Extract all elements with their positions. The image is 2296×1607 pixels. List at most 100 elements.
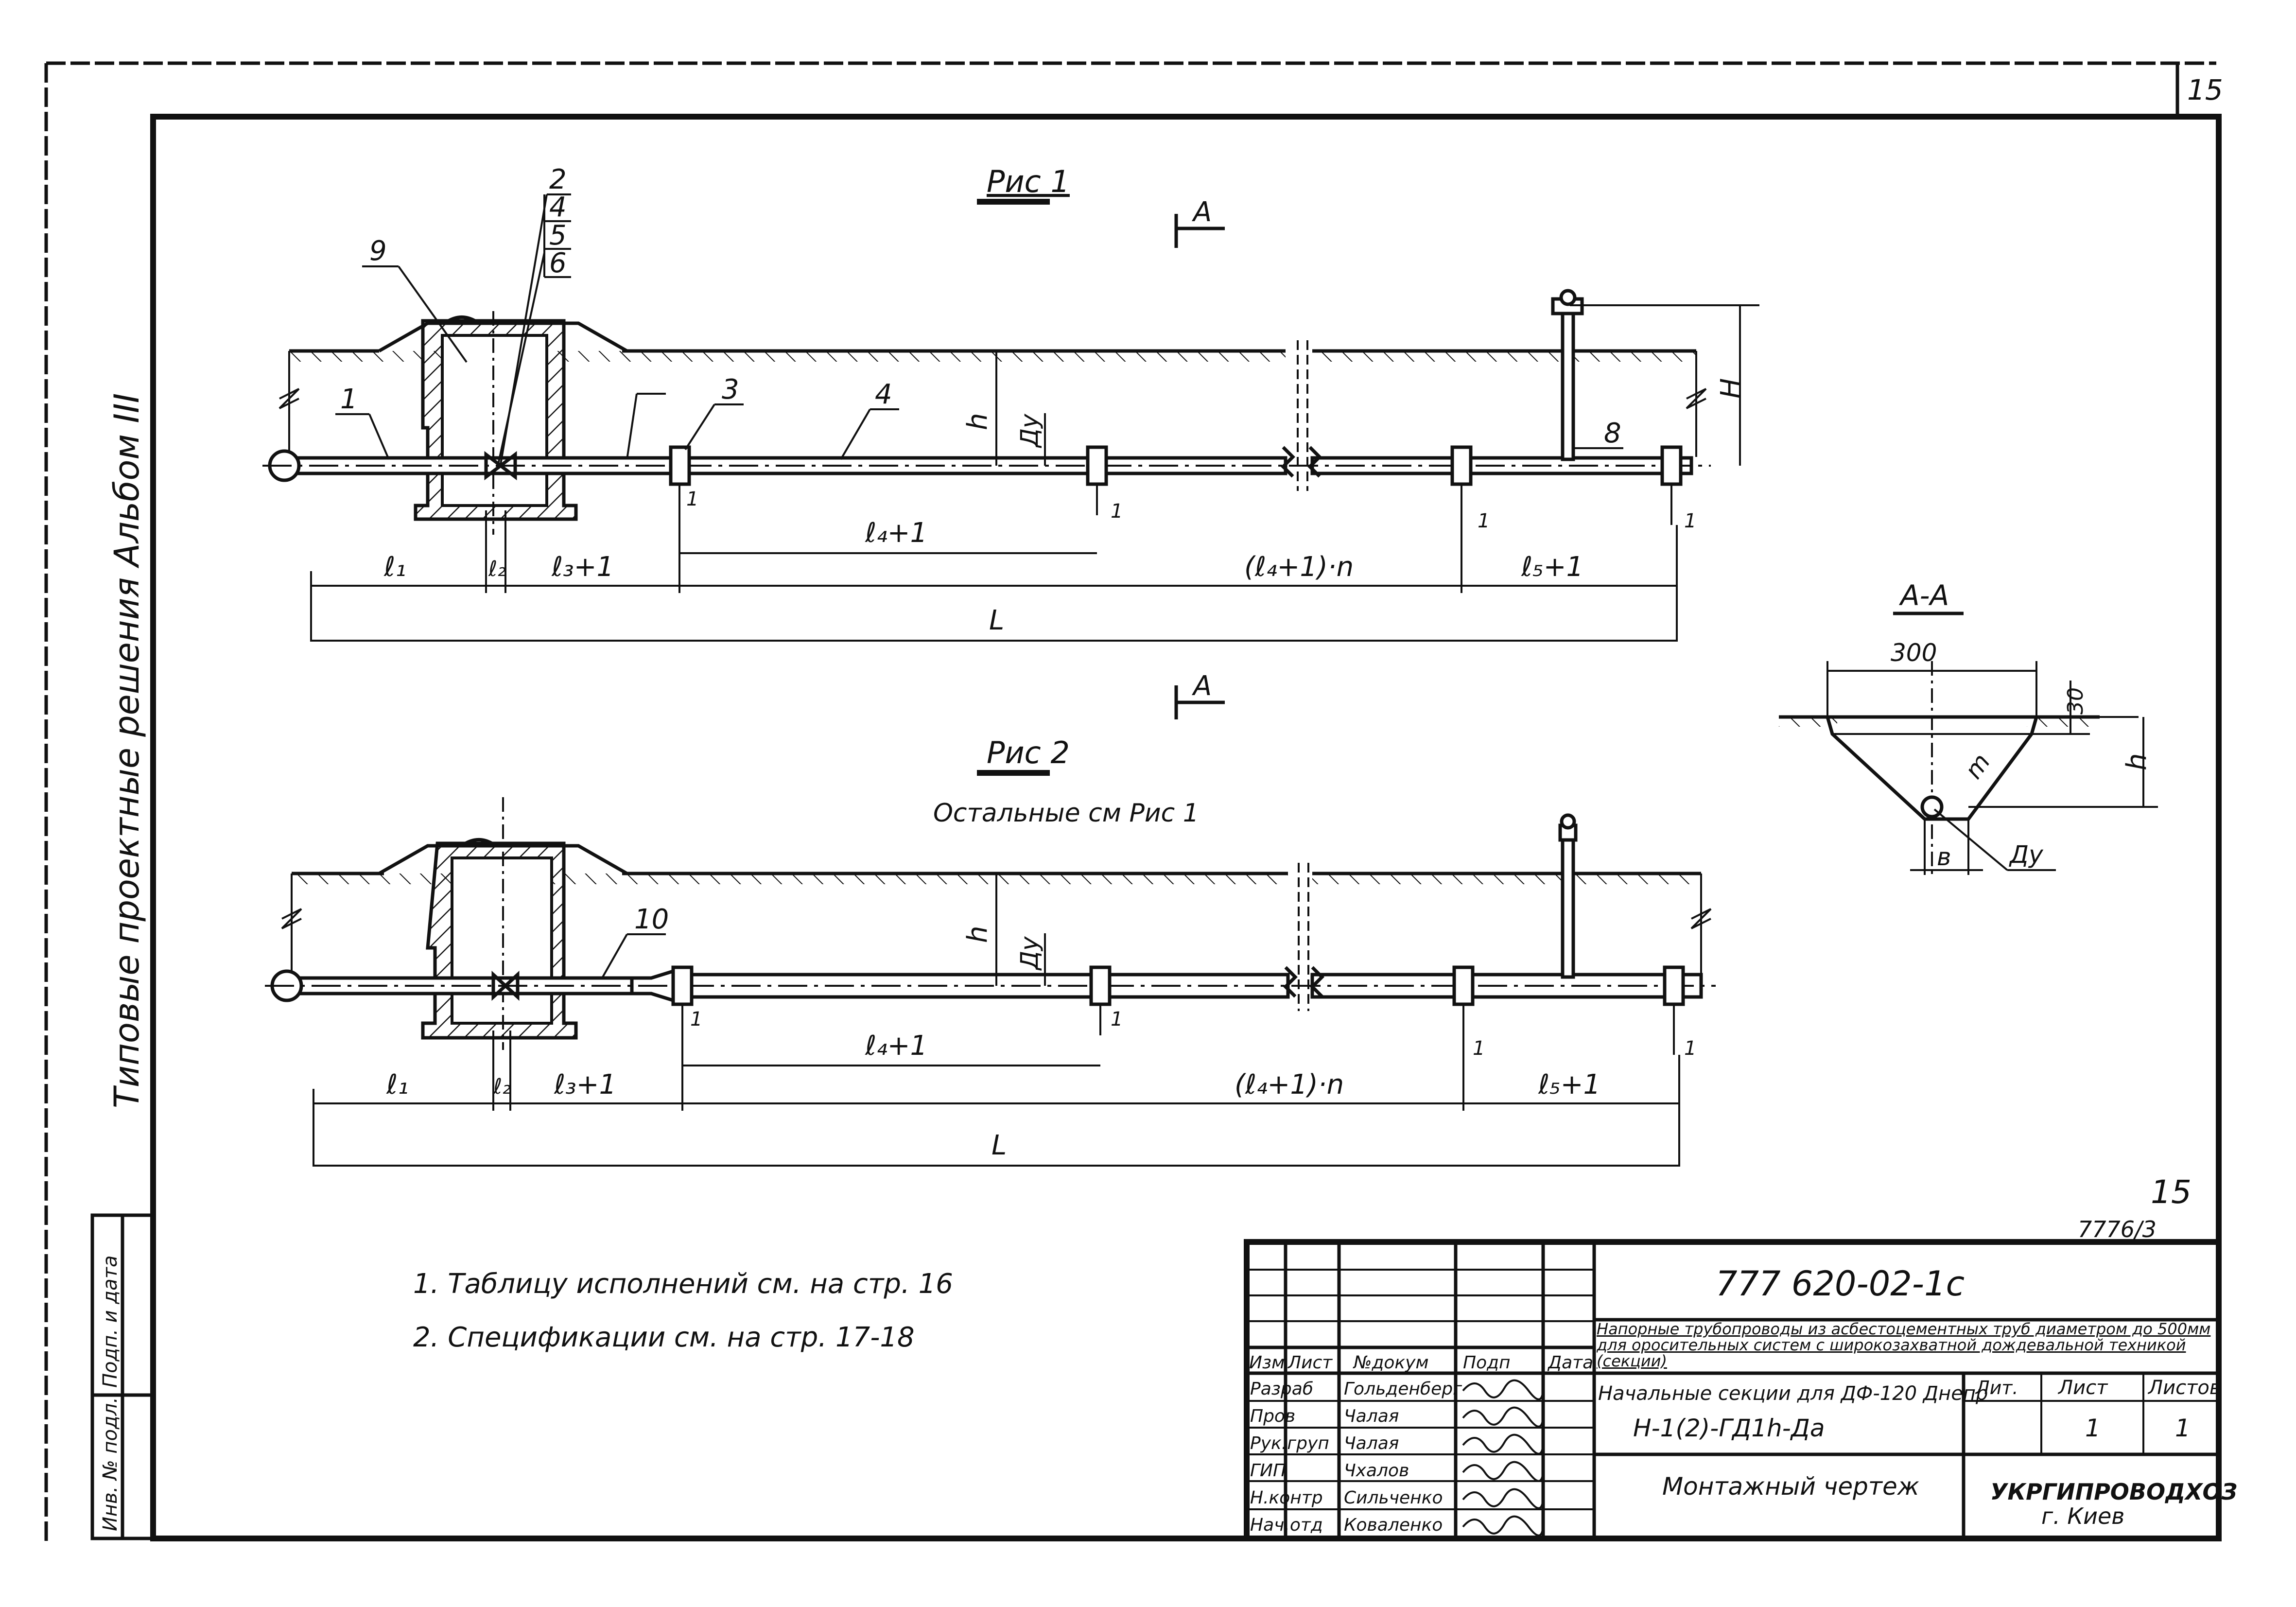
hdr-ndoc: №докум xyxy=(1353,1353,1429,1373)
inv-label: Инв. № подл. xyxy=(99,1397,122,1531)
fig2-vertical-dims: h Ду xyxy=(962,873,1046,986)
note-1: 1. Таблицу исполнений см. на стр. 16 xyxy=(413,1268,953,1300)
callout-5: 5 xyxy=(549,220,567,251)
person-role: Рук.груп xyxy=(1250,1433,1329,1453)
callout-10: 10 xyxy=(634,904,669,935)
fig2-du: Ду xyxy=(1015,936,1044,971)
drawing-name: Монтажный чертеж xyxy=(1662,1472,1919,1501)
note-2: 2. Спецификации см. на стр. 17-18 xyxy=(413,1322,915,1353)
fig1-pipeline xyxy=(262,289,1711,525)
signature-scribble xyxy=(1462,1433,1544,1455)
fig2-dim-l1: ℓ₁ xyxy=(386,1069,409,1100)
side-title: Типовые проектные решения Альбом III xyxy=(107,393,147,1108)
fig1-dim-l1: ℓ₁ xyxy=(383,551,406,583)
person-name: Чалая xyxy=(1344,1406,1399,1426)
person-name: Чалая xyxy=(1344,1433,1399,1453)
callout-4b: 4 xyxy=(875,379,892,410)
section-aa-du: Ду xyxy=(2009,840,2044,869)
callout-9: 9 xyxy=(369,235,387,267)
page-number: 15 xyxy=(2187,73,2223,106)
stage-listov-value: 1 xyxy=(2175,1414,2191,1442)
fig2-h: h xyxy=(962,926,993,943)
signature-scribble xyxy=(1462,1461,1544,1482)
fig1-callouts: 9 2 4 5 6 1 3 4 8 xyxy=(335,164,1623,465)
sign-label: Подп. и дата xyxy=(99,1256,122,1388)
fig1-dim-l4n: (ℓ₄+1)·n xyxy=(1244,551,1354,583)
hdr-list: Лист xyxy=(1287,1353,1333,1373)
person-role: Пров xyxy=(1250,1406,1295,1426)
fig2-dim-l2: ℓ₂ xyxy=(493,1074,511,1099)
fig1-dim-l4: ℓ₄+1 xyxy=(865,517,927,549)
stage-list-value: 1 xyxy=(2085,1414,2101,1442)
figure-2: А Рис 2 Остальные см Рис 1 xyxy=(265,670,1716,1167)
city: г. Киев xyxy=(2041,1503,2124,1529)
fig2-subtitle: Остальные см Рис 1 xyxy=(933,799,1199,828)
fig2-one-b: 1 xyxy=(1111,1008,1123,1031)
person-name: Гольденберг xyxy=(1344,1379,1462,1399)
fig1-H: Н xyxy=(1715,378,1747,399)
fig2-dim-l4: ℓ₄+1 xyxy=(865,1030,927,1062)
callout-2: 2 xyxy=(549,164,567,195)
person-role: Разраб xyxy=(1250,1379,1313,1399)
person-role: Н.контр xyxy=(1250,1488,1323,1508)
fig1-dim-l3: ℓ₃+1 xyxy=(551,551,614,583)
fig1-ground xyxy=(278,315,1707,457)
fig2-dims: ℓ₄+1 ℓ₁ ℓ₂ ℓ₃+1 (ℓ₄+1)·n ℓ₅+1 L 1 1 1 1 xyxy=(313,1008,1696,1167)
fig2-callouts: 10 xyxy=(602,904,669,978)
callout-8: 8 xyxy=(1604,418,1621,449)
section-aa: А-А 300 в m Ду 30 h xyxy=(1779,579,2158,875)
person-name: Чхалов xyxy=(1344,1461,1409,1481)
fig1-one-a: 1 xyxy=(686,488,698,510)
person-name: Коваленко xyxy=(1344,1515,1443,1535)
designation: Н-1(2)-ГД1h-Да xyxy=(1633,1414,1825,1442)
fig2-section-marker: А xyxy=(1192,670,1212,702)
fig1-section-marker: А xyxy=(1192,196,1212,228)
organization: УКРГИПРОВОДХОЗ xyxy=(1990,1479,2237,1505)
fig2-pipeline xyxy=(265,813,1716,1055)
fig1-h: h xyxy=(962,413,993,431)
description: Напорные трубопроводы из асбестоцементны… xyxy=(1597,1321,2211,1370)
fig1-well xyxy=(414,311,578,535)
fig1-one-b: 1 xyxy=(1111,500,1123,523)
signature-scribble xyxy=(1462,1515,1544,1537)
person-name: Сильченко xyxy=(1344,1488,1443,1508)
signature-scribble xyxy=(1462,1379,1544,1400)
fig2-one-c: 1 xyxy=(1473,1037,1485,1060)
signature-scribble xyxy=(1462,1406,1544,1428)
fig1-vertical-dims: h Ду Н xyxy=(962,304,1759,466)
fig2-dim-L: L xyxy=(991,1130,1007,1161)
callout-4: 4 xyxy=(549,192,567,223)
section-aa-b: в xyxy=(1937,843,1951,871)
fig1-du: Ду xyxy=(1015,413,1044,448)
fig1-one-c: 1 xyxy=(1478,510,1490,532)
section-aa-width: 300 xyxy=(1891,639,1937,667)
section-aa-title: А-А xyxy=(1898,579,1949,612)
person-role: ГИП xyxy=(1250,1461,1286,1481)
section-aa-h: h xyxy=(2121,753,2153,771)
fig1-dim-l5: ℓ₅+1 xyxy=(1521,551,1583,583)
doc-code: 777 620-02-1с xyxy=(1716,1264,1965,1304)
hdr-podp: Подп xyxy=(1463,1353,1511,1373)
stamp-code: 7776/3 xyxy=(2078,1216,2157,1242)
callout-1: 1 xyxy=(340,384,358,415)
fig2-dim-l3: ℓ₃+1 xyxy=(554,1069,616,1100)
hdr-izm: Изм xyxy=(1249,1353,1285,1373)
notes: 1. Таблицу исполнений см. на стр. 16 2. … xyxy=(413,1268,953,1353)
fig1-one-d: 1 xyxy=(1684,510,1696,532)
person-role: Нач.отд xyxy=(1250,1515,1323,1535)
signature-scribble xyxy=(1462,1488,1544,1509)
fig1-dims: ℓ₄+1 ℓ₁ ℓ₂ ℓ₃+1 (ℓ₄+1)·n ℓ₅+1 L 1 1 1 1 xyxy=(310,488,1696,642)
section-aa-m: m xyxy=(1959,749,1996,784)
fig2-title: Рис 2 xyxy=(987,735,1070,770)
fig1-dim-l2: ℓ₂ xyxy=(488,557,506,581)
stage-listov: Листов xyxy=(2147,1377,2221,1399)
section-name: Начальные секции для ДФ-120 Днепр xyxy=(1598,1382,1988,1405)
left-margin-stamp: Инв. № подл. Подп. и дата xyxy=(90,1213,155,1540)
description-box: Напорные трубопроводы из асбестоцементны… xyxy=(1597,1321,2211,1370)
fig2-one-a: 1 xyxy=(690,1008,702,1031)
section-aa-depth: 30 xyxy=(2063,687,2088,715)
figure-1: Рис 1 А xyxy=(262,164,1759,642)
side-title-text: Типовые проектные решения Альбом III xyxy=(107,393,147,1108)
